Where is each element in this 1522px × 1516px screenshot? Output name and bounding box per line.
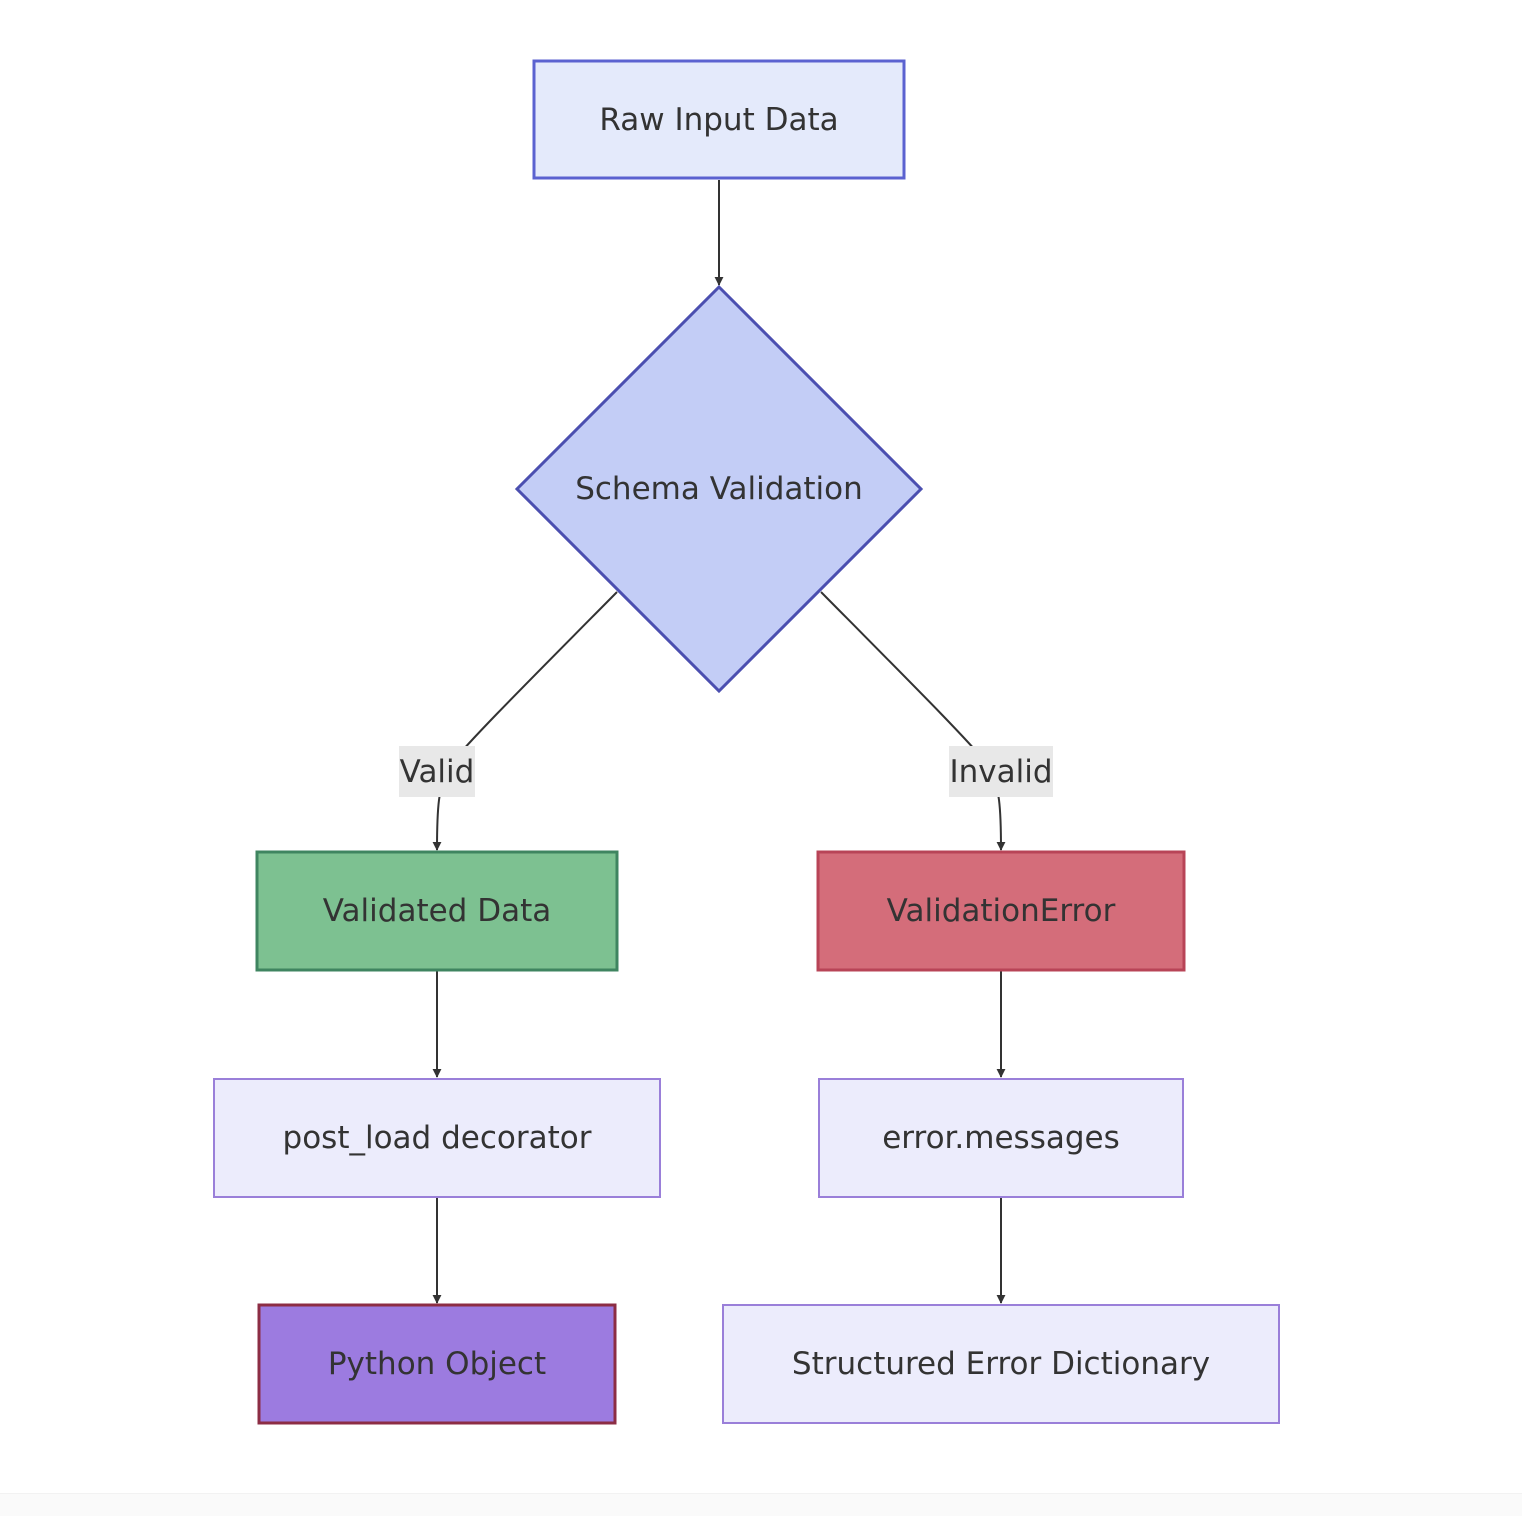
edge-schema-to-validated [432,591,618,851]
edge-label-valid: Valid [399,746,475,797]
node-post-load-decorator-box [213,1078,661,1198]
node-schema-validation[interactable]: Schema Validation [514,284,924,694]
edge-label-valid-text: Valid [400,754,475,790]
edge-label-invalid-text: Invalid [949,754,1052,790]
edge-label-invalid: Invalid [949,746,1053,797]
node-validation-error[interactable]: ValidationError [816,850,1186,972]
node-validated-data[interactable]: Validated Data [255,850,619,972]
node-validated-data-box [255,850,619,972]
node-raw-input-data-box [532,59,906,180]
node-structured-error-dictionary[interactable]: Structured Error Dictionary [722,1304,1280,1424]
node-schema-validation-label: Schema Validation [575,471,863,507]
node-python-object[interactable]: Python Object [257,1303,617,1425]
edge-label-invalid-bg [949,746,1053,797]
node-schema-validation-diamond [514,284,924,694]
node-raw-input-data[interactable]: Raw Input Data [532,59,906,180]
node-structured-error-dictionary-box [722,1304,1280,1424]
node-error-messages[interactable]: error.messages [818,1078,1184,1198]
node-python-object-box [257,1303,617,1425]
edge-schema-to-error [820,591,1006,851]
node-python-object-label: Python Object [328,1346,546,1382]
node-structured-error-dictionary-label: Structured Error Dictionary [792,1346,1210,1382]
bottom-strip [0,1493,1522,1516]
node-error-messages-label: error.messages [882,1120,1120,1156]
node-validation-error-label: ValidationError [887,893,1116,929]
edge-label-valid-bg [399,746,475,797]
node-post-load-decorator[interactable]: post_load decorator [213,1078,661,1198]
node-validation-error-box [816,850,1186,972]
node-raw-input-data-label: Raw Input Data [599,102,838,138]
node-post-load-decorator-label: post_load decorator [283,1120,592,1156]
node-validated-data-label: Validated Data [323,893,551,929]
node-error-messages-box [818,1078,1184,1198]
